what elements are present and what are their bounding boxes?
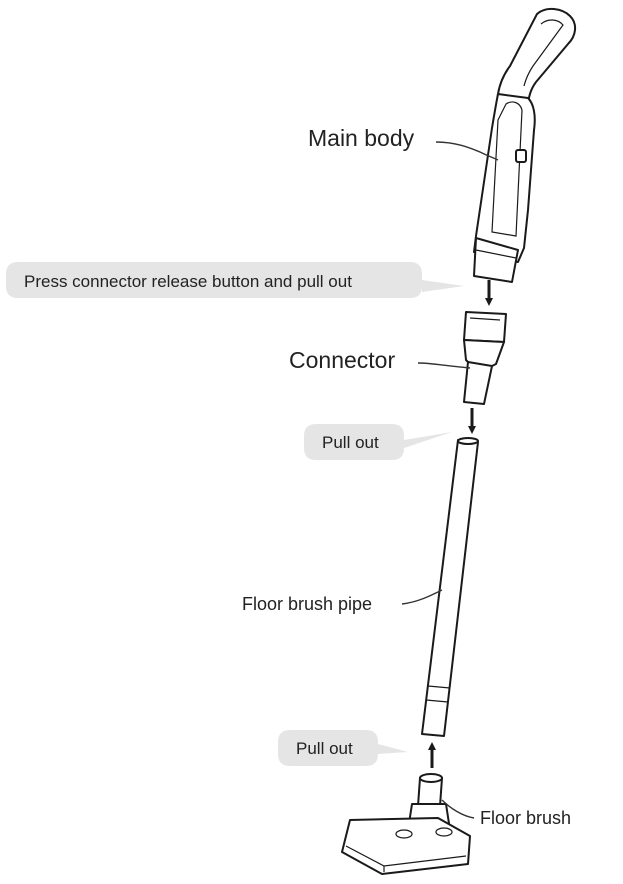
floor-brush-pipe-illustration [421,437,479,737]
callout-press-release-text: Press connector release button and pull … [24,272,352,291]
label-main-body: Main body [308,125,415,151]
callout-pull-out-bottom-text: Pull out [296,739,353,758]
callout-pull-out-top-text: Pull out [322,433,379,452]
main-body-illustration [473,8,576,283]
callout-pull-out-bottom: Pull out [278,730,408,766]
floor-brush-illustration [341,773,471,875]
callout-pull-out-top: Pull out [304,424,452,460]
label-floor-brush: Floor brush [480,808,571,828]
callout-press-release: Press connector release button and pull … [6,262,464,298]
connector-illustration [463,311,507,405]
label-connector: Connector [289,347,395,373]
label-floor-brush-pipe: Floor brush pipe [242,594,372,614]
